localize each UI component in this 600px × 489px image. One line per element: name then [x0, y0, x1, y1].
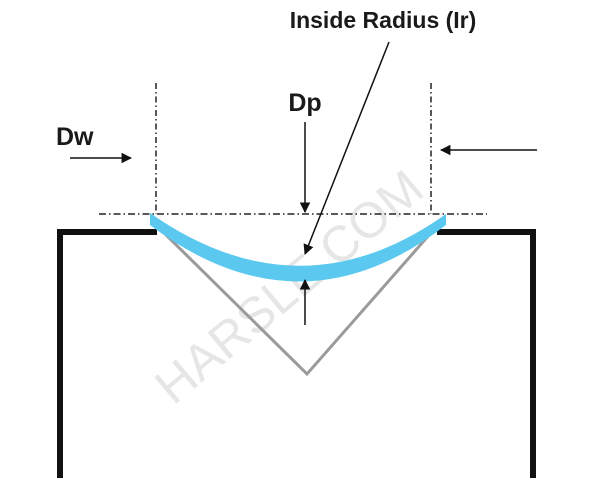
die-width-label: Dw — [56, 123, 94, 151]
inside-radius-leader — [303, 41, 390, 255]
die-block-outline — [57, 229, 536, 478]
inside-radius-label: Inside Radius (Ir) — [290, 7, 477, 33]
v-groove — [155, 224, 439, 377]
penetration-depth-label: Dp — [288, 89, 321, 117]
watermark-text: HARSLE.COM — [144, 159, 433, 414]
bent-sheet — [150, 213, 446, 282]
